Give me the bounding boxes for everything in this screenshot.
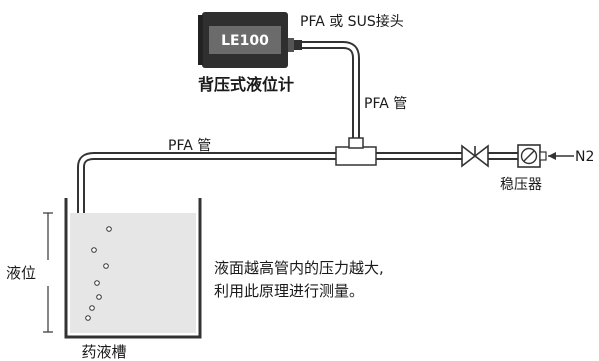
tank-walls bbox=[64, 198, 202, 339]
liquid bbox=[70, 213, 196, 333]
pfa-pipe-vertical-label: PFA 管 bbox=[364, 96, 407, 112]
tee-fitting bbox=[335, 137, 377, 166]
n2-label: N2 bbox=[575, 149, 594, 165]
pfa-pipe-horizontal-label: PFA 管 bbox=[168, 138, 211, 154]
device-end-cap-left bbox=[198, 15, 203, 65]
chemical-tank bbox=[64, 198, 202, 339]
connector-label: PFA 或 SUS接头 bbox=[300, 13, 404, 30]
regulator-label: 稳压器 bbox=[500, 177, 542, 193]
device-display-text: LE100 bbox=[221, 33, 269, 49]
level-label: 液位 bbox=[6, 264, 36, 282]
connector-nut bbox=[294, 40, 302, 50]
pipe-device-to-tee bbox=[302, 41, 360, 148]
connector-fitting bbox=[288, 38, 294, 52]
valve-icon bbox=[461, 144, 489, 168]
back-pressure-level-meter: LE100 bbox=[198, 12, 302, 68]
tank-label: 药液槽 bbox=[81, 343, 126, 361]
regulator-icon bbox=[517, 144, 547, 168]
device-display bbox=[209, 26, 281, 54]
bubbles bbox=[85, 226, 112, 321]
pfa-pipes bbox=[77, 41, 518, 322]
level-indicator bbox=[43, 212, 53, 333]
n2-inlet-arrow bbox=[548, 152, 574, 160]
device-name-label: 背压式液位计 bbox=[198, 75, 294, 94]
principle-text-line2: 利用此原理进行测量。 bbox=[214, 282, 364, 300]
principle-text-line1: 液面越高管内的压力越大, bbox=[214, 259, 384, 277]
